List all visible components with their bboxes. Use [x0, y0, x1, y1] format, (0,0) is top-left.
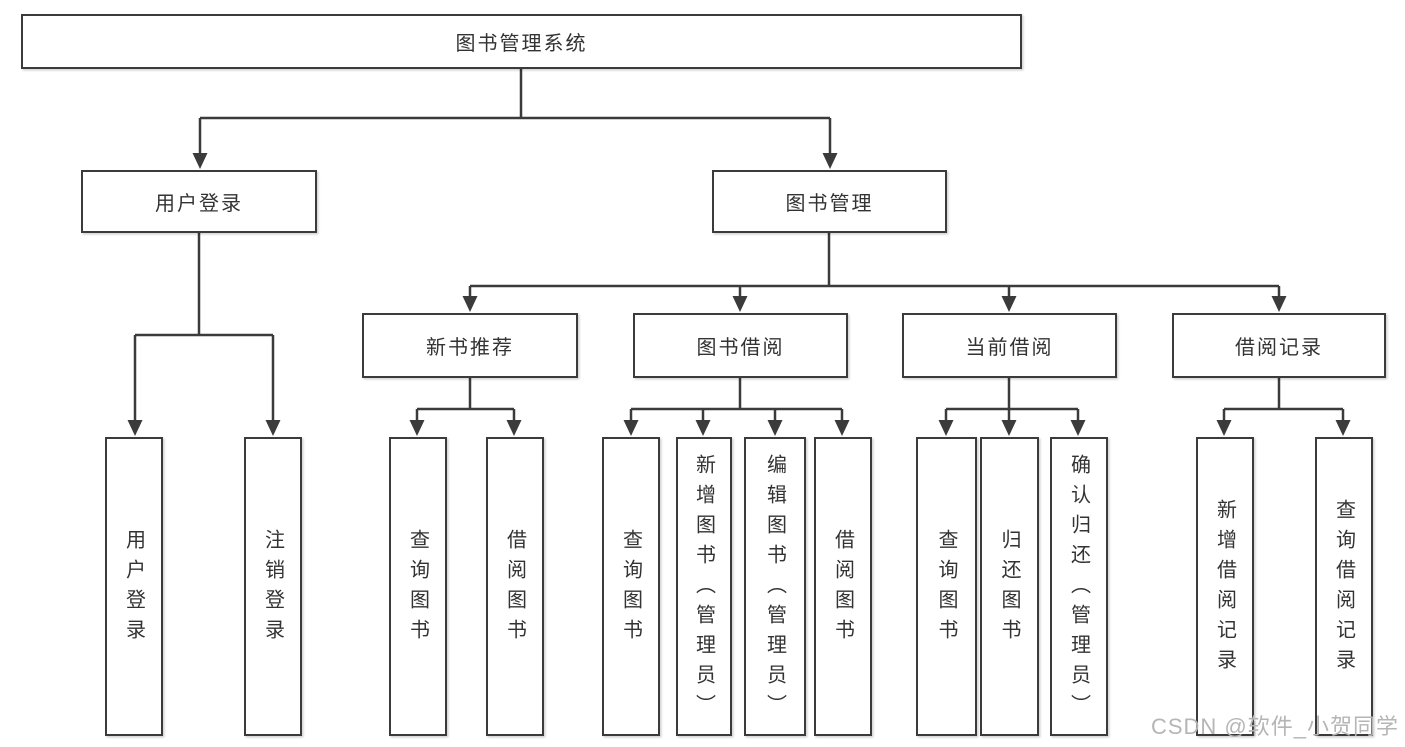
node-library-management-system: 图书管理系统 [21, 14, 1022, 69]
node-book-borrow: 图书借阅 [633, 313, 848, 378]
leaf-query-book-current: 查询图书 [916, 437, 977, 736]
leaf-query-book-borrow: 查询图书 [602, 437, 660, 736]
node-new-book-recommend: 新书推荐 [362, 313, 578, 378]
leaf-return-book: 归还图书 [980, 437, 1039, 736]
leaf-confirm-return-admin: 确认归还（管理员） [1050, 437, 1108, 736]
node-user-login: 用户登录 [81, 170, 317, 233]
arrowheads [127, 118, 1351, 436]
leaf-add-borrow-record: 新增借阅记录 [1196, 437, 1254, 736]
leaf-user-login: 用户登录 [105, 437, 163, 736]
node-borrow-record: 借阅记录 [1172, 313, 1386, 378]
csdn-watermark: CSDN @软件_小贺同学 [1150, 714, 1399, 739]
leaf-logout: 注销登录 [244, 437, 302, 736]
leaf-add-book-admin: 新增图书（管理员） [676, 437, 732, 736]
node-book-management: 图书管理 [712, 170, 947, 233]
leaf-edit-book-admin: 编辑图书（管理员） [744, 437, 806, 736]
leaf-borrow-book: 借阅图书 [814, 437, 872, 736]
node-current-borrow: 当前借阅 [902, 313, 1117, 378]
leaf-query-book-recommend: 查询图书 [389, 437, 447, 736]
leaf-query-borrow-record: 查询借阅记录 [1315, 437, 1373, 736]
leaf-borrow-book-recommend: 借阅图书 [486, 437, 544, 736]
